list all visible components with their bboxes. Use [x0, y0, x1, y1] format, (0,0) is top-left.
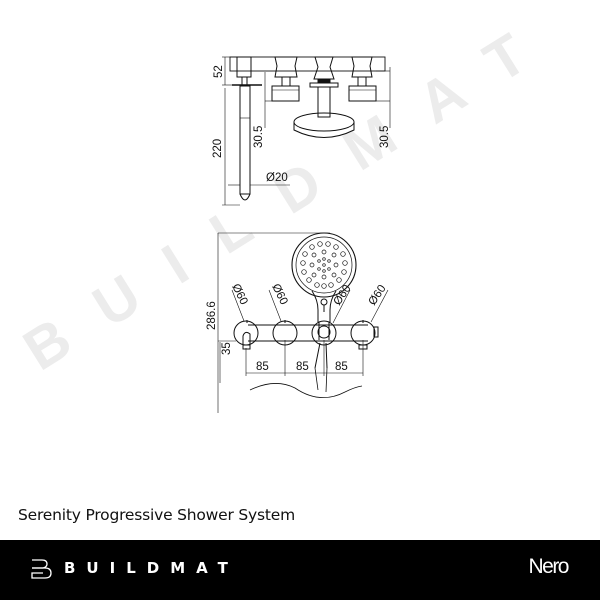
- dim-30-5-left: 30.5: [253, 126, 265, 148]
- dim-85-2: 85: [296, 361, 309, 373]
- top-view: [222, 56, 391, 206]
- dim-85-1: 85: [256, 361, 269, 373]
- product-title: Serenity Progressive Shower System: [18, 506, 295, 524]
- dim-286-6: 286.6: [206, 301, 218, 330]
- dim-220: 220: [212, 139, 224, 158]
- dim-30-5-right: 30.5: [379, 126, 391, 148]
- dim-52: 52: [213, 65, 225, 78]
- technical-drawing: 52 220 30.5 30.5 Ø20 286.6 Ø60 Ø60 Ø60 Ø…: [206, 56, 391, 413]
- manufacturer-name: Nero: [528, 555, 569, 578]
- brand-name: BUILDMAT: [64, 559, 239, 577]
- dim-diameter-60-3: Ø60: [332, 283, 354, 308]
- buildmat-logo-icon: [31, 559, 52, 579]
- dim-85-3: 85: [335, 361, 348, 373]
- dim-diameter-60-2: Ø60: [269, 282, 289, 307]
- dim-diameter-60-1: Ø60: [229, 282, 249, 307]
- dim-diameter-20: Ø20: [266, 172, 288, 184]
- front-view: [217, 232, 389, 413]
- dim-35: 35: [221, 342, 233, 355]
- footer-bar: BUILDMAT Nero: [0, 540, 600, 600]
